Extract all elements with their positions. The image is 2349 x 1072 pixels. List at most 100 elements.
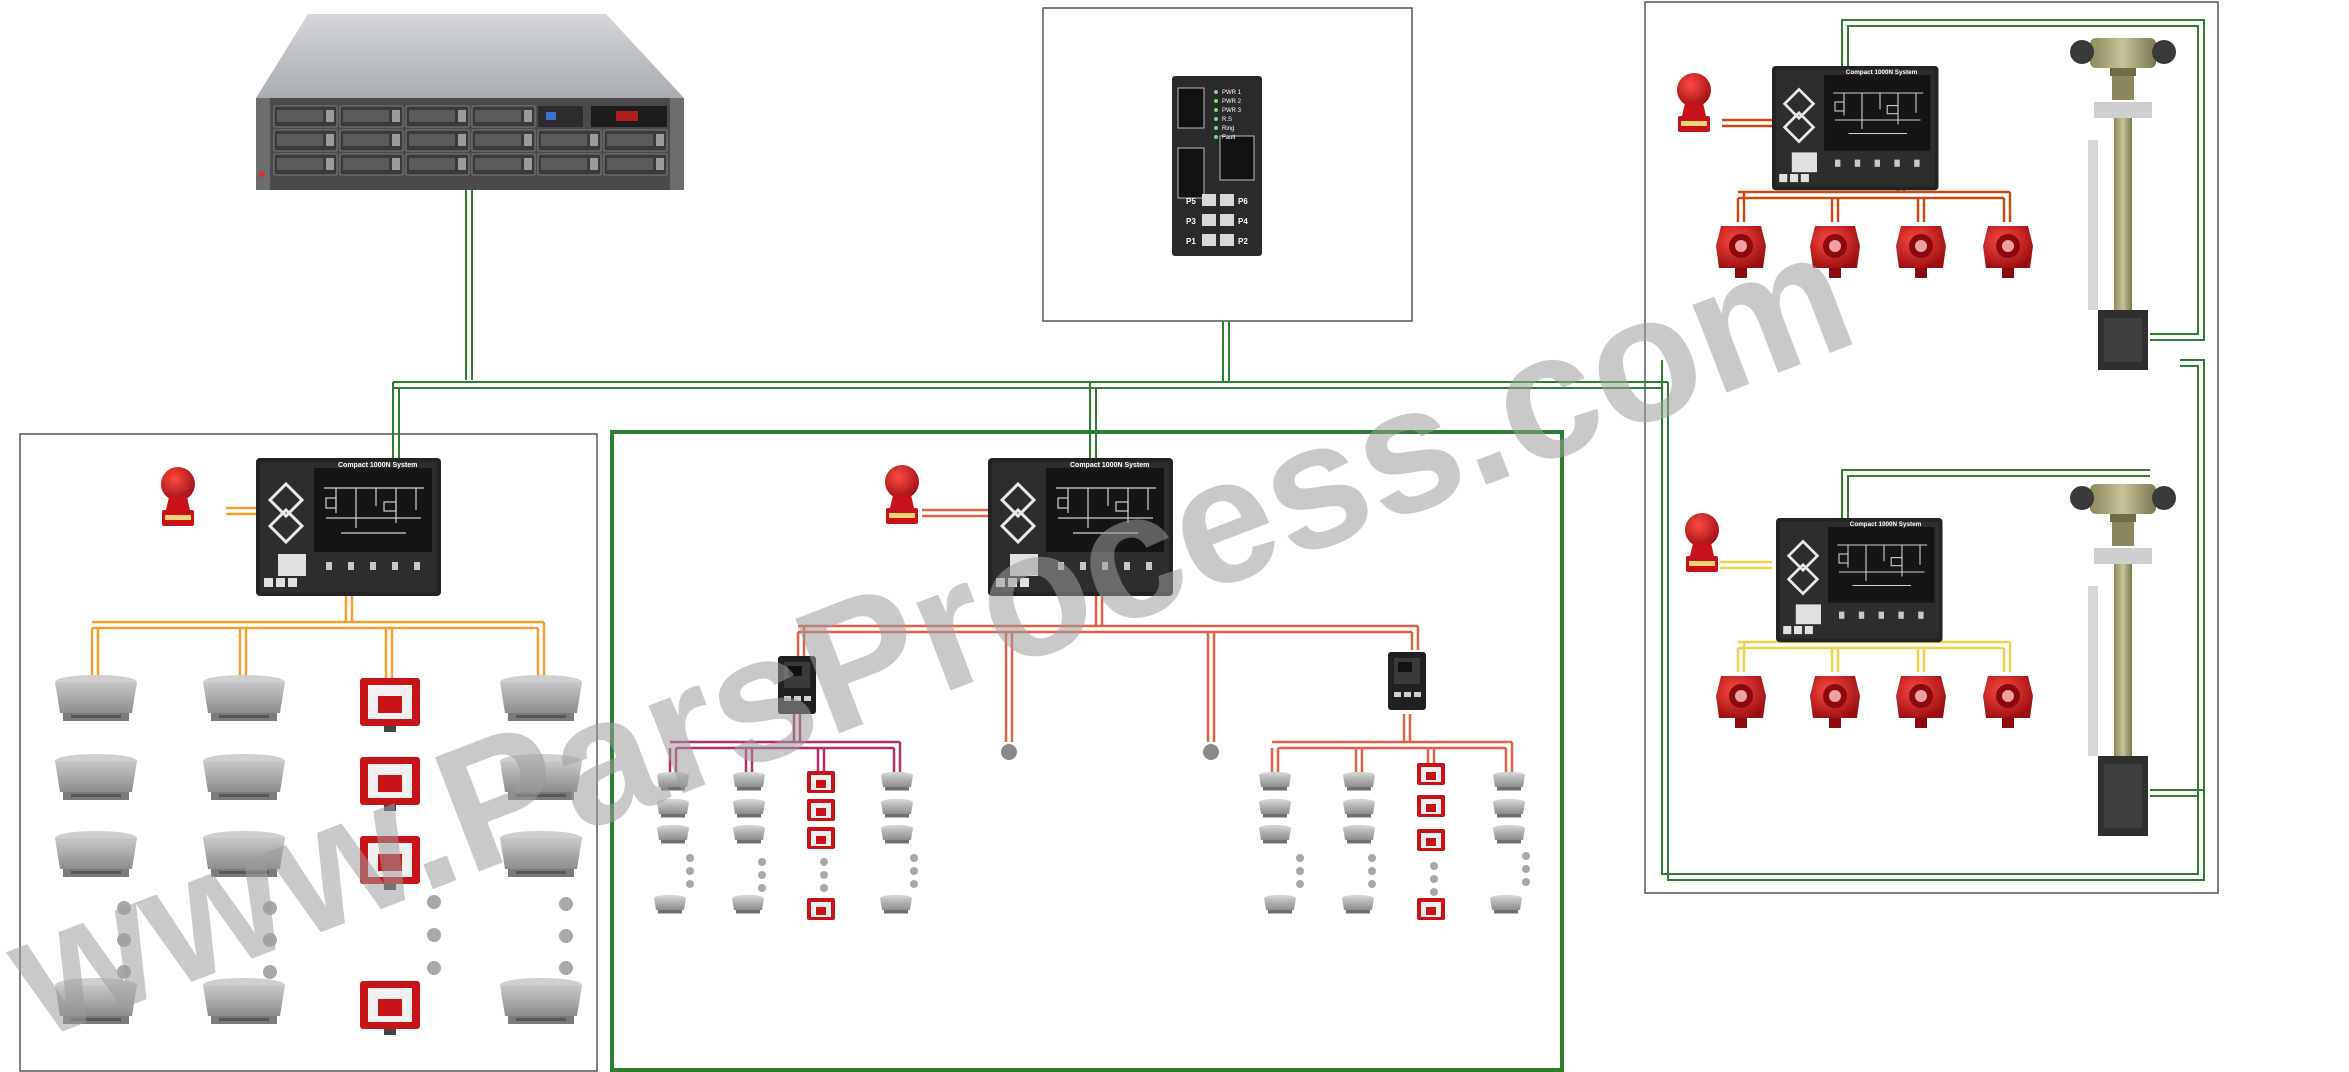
continuation-dot: [263, 901, 277, 915]
fire-alarm-panel: Compact 1000N System: [1774, 516, 1944, 644]
sounder-icon: [1677, 73, 1711, 132]
manual-call-point-icon: [807, 799, 835, 821]
panel-title: Compact 1000N System: [1850, 521, 1922, 528]
continuation-dot: [686, 854, 694, 862]
continuation-dot: [910, 854, 918, 862]
camera-mast: [2070, 484, 2176, 836]
continuation-dot: [758, 884, 766, 892]
continuation-dot: [758, 858, 766, 866]
left-zone: Compact 1000N System: [55, 456, 582, 1035]
left-loop-wiring: [90, 506, 546, 678]
flame-detector-icon: [1716, 676, 1766, 728]
sounder-icon: [885, 465, 919, 524]
continuation-dot: [820, 884, 828, 892]
manual-call-point-icon: [1417, 795, 1445, 817]
smoke-detector-icon: [880, 895, 912, 914]
middle-right-device-columns: [1259, 763, 1530, 920]
sounder-icon: [1685, 513, 1719, 572]
right-zone-enclosure: [1644, 1, 2219, 894]
smoke-detector-icon: [1264, 895, 1296, 914]
switch-status-label: Ring: [1222, 126, 1234, 132]
smoke-detector-icon: [881, 799, 913, 818]
smoke-detector-icon: [55, 754, 137, 800]
smoke-detector-icon: [881, 825, 913, 844]
continuation-dot: [117, 933, 131, 947]
smoke-detector-icon: [1493, 799, 1525, 818]
manual-call-point-icon: [360, 678, 420, 732]
left-device-column-3: [360, 678, 441, 1035]
switch-status-label: Fault: [1222, 135, 1236, 141]
continuation-dot: [559, 929, 573, 943]
smoke-detector-icon: [1493, 825, 1525, 844]
continuation-dot: [1296, 854, 1304, 862]
panel-title: Compact 1000N System: [338, 462, 417, 469]
continuation-dot: [117, 965, 131, 979]
server-rack-unit: [256, 14, 684, 190]
continuation-dot: [820, 871, 828, 879]
continuation-dot: [1430, 862, 1438, 870]
smoke-detector-icon: [1259, 825, 1291, 844]
continuation-dot: [1522, 852, 1530, 860]
continuation-dot: [758, 871, 766, 879]
continuation-dot: [559, 897, 573, 911]
panel-title: Compact 1000N System: [1070, 462, 1149, 469]
flame-detector-icon: [1896, 226, 1946, 278]
smoke-detector-icon: [1343, 772, 1375, 791]
switch-port-label: P2: [1238, 237, 1248, 246]
continuation-dot: [686, 867, 694, 875]
network-switch: PWR 1 PWR 2 PWR 3 R.S Ring Fault P5 P6 P…: [1172, 76, 1262, 256]
fire-alarm-panel: Compact 1000N System: [986, 456, 1175, 598]
smoke-detector-icon: [500, 978, 582, 1024]
upper-flame-loop-wiring: [1722, 118, 2012, 222]
switch-port-label: P4: [1238, 217, 1248, 226]
flame-detector-icon: [1810, 676, 1860, 728]
continuation-dot: [1368, 880, 1376, 888]
smoke-detector-icon: [1343, 825, 1375, 844]
flame-detector-icon: [1896, 676, 1946, 728]
continuation-dot: [263, 933, 277, 947]
manual-call-point-icon: [1417, 829, 1445, 851]
manual-call-point-icon: [1417, 763, 1445, 785]
continuation-dot: [820, 858, 828, 866]
network-backbone: [392, 19, 2205, 881]
continuation-dot: [1522, 865, 1530, 873]
left-zone-enclosure: [19, 433, 598, 1072]
fire-alarm-panel: Compact 1000N System: [1770, 64, 1940, 192]
continuation-dot: [1296, 867, 1304, 875]
smoke-detector-icon: [55, 675, 137, 721]
switch-port-label: P6: [1238, 197, 1248, 206]
middle-zone: Compact 1000N System: [654, 456, 1530, 920]
switch-port-label: P5: [1186, 197, 1196, 206]
switch-port-label: P3: [1186, 217, 1196, 226]
switch-status-label: R.S: [1222, 117, 1232, 123]
continuation-dot: [427, 961, 441, 975]
switch-status-label: PWR 3: [1222, 108, 1242, 114]
sounder-icon: [161, 467, 195, 526]
manual-call-point-icon: [807, 898, 835, 920]
smoke-detector-icon: [732, 895, 764, 914]
smoke-detector-icon: [1342, 895, 1374, 914]
right-zone: Compact 1000N System: [1677, 38, 2176, 836]
switch-status-label: PWR 1: [1222, 90, 1242, 96]
manual-call-point-icon: [1417, 898, 1445, 920]
smoke-detector-icon: [1259, 772, 1291, 791]
continuation-dot: [910, 880, 918, 888]
switch-status-label: PWR 2: [1222, 99, 1242, 105]
smoke-detector-icon: [881, 772, 913, 791]
loop-end-node: [1001, 744, 1017, 760]
continuation-dot: [117, 901, 131, 915]
flame-detector-icon: [1983, 226, 2033, 278]
continuation-dot: [1368, 854, 1376, 862]
continuation-dot: [427, 928, 441, 942]
continuation-dot: [686, 880, 694, 888]
middle-zone-enclosure: [610, 430, 1564, 1072]
continuation-dot: [910, 867, 918, 875]
panel-title: Compact 1000N System: [1846, 69, 1918, 76]
smoke-detector-icon: [1490, 895, 1522, 914]
continuation-dot: [1368, 867, 1376, 875]
left-device-column-2: [203, 675, 285, 1024]
manual-call-point-icon: [807, 827, 835, 849]
switch-enclosure: [1042, 7, 1413, 322]
smoke-detector-icon: [1343, 799, 1375, 818]
